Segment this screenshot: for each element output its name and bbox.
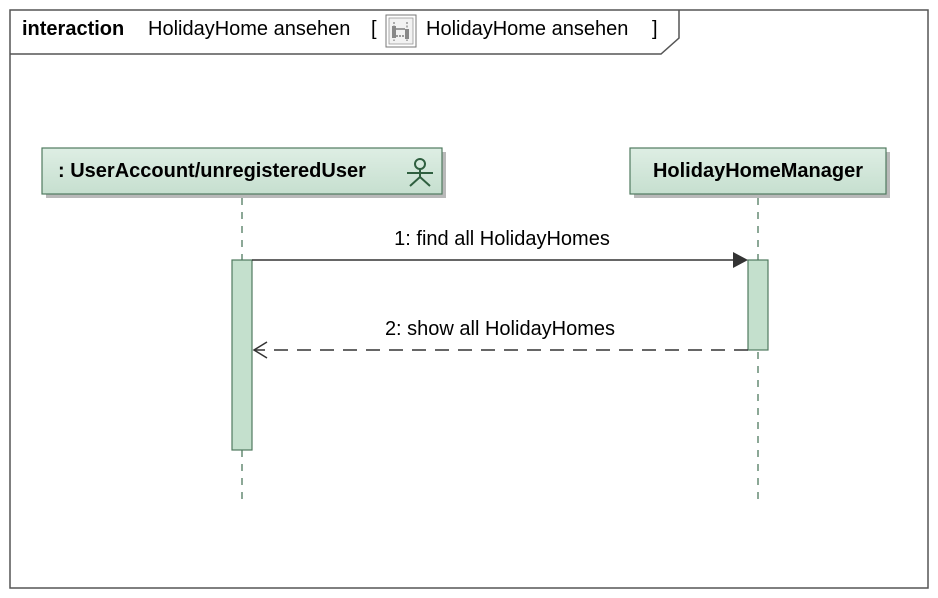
frame-name: HolidayHome ansehen (148, 18, 350, 40)
activation-bar[interactable] (747, 259, 769, 351)
open-arrowhead-icon (252, 341, 268, 359)
message-find-all[interactable]: 1: find all HolidayHomes (252, 228, 748, 268)
lifeline-unregistered-user[interactable]: : UserAccount/unregisteredUser (41, 147, 446, 500)
lifeline-head[interactable] (629, 147, 887, 195)
lifeline-label: HolidayHomeManager (653, 160, 863, 182)
activation-bar[interactable] (231, 259, 253, 451)
message-label: 1: find all HolidayHomes (394, 228, 610, 250)
lifeline-holiday-home-manager[interactable]: HolidayHomeManager (629, 147, 890, 500)
diagram-reference-icon (385, 14, 417, 48)
frame-bracket-open: [ (371, 18, 377, 40)
message-show-all[interactable]: 2: show all HolidayHomes (252, 318, 748, 359)
filled-arrowhead-icon (733, 252, 748, 268)
lifeline-label: : UserAccount/unregisteredUser (58, 160, 366, 182)
frame-ref-name: HolidayHome ansehen (426, 18, 628, 40)
interaction-frame (9, 9, 929, 589)
lifeline-head[interactable] (41, 147, 443, 195)
message-label: 2: show all HolidayHomes (385, 318, 615, 340)
frame-header-tab (10, 10, 680, 55)
actor-icon (407, 158, 433, 187)
frame-keyword: interaction (22, 18, 124, 40)
frame-bracket-close: ] (652, 18, 658, 40)
